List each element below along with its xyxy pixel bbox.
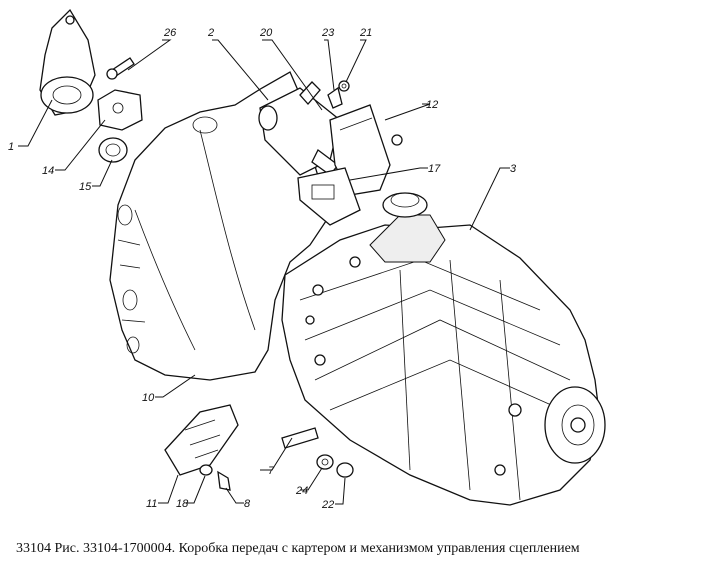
callout-12: 12 — [426, 99, 438, 111]
callout-21: 21 — [359, 27, 372, 39]
callout-26: 26 — [163, 27, 177, 39]
leader-lines — [18, 39, 510, 505]
fasteners-bottom — [199, 427, 354, 491]
callout-14: 14 — [42, 165, 54, 177]
callout-labels: 1 26 2 20 23 21 12 14 15 17 3 10 7 24 22… — [8, 27, 517, 511]
fork-bracket — [97, 89, 143, 131]
callout-1: 1 — [8, 141, 14, 153]
callout-24: 24 — [295, 485, 308, 497]
callout-15: 15 — [79, 181, 92, 193]
callout-7: 7 — [268, 465, 275, 477]
callout-2: 2 — [207, 27, 214, 39]
callout-18: 18 — [176, 498, 189, 510]
callout-23: 23 — [321, 27, 335, 39]
gearbox-case — [281, 192, 606, 506]
bolt — [106, 57, 135, 80]
small-hardware — [327, 80, 403, 146]
inspection-cover — [164, 404, 239, 476]
callout-3: 3 — [510, 163, 517, 175]
callout-10: 10 — [142, 392, 155, 404]
bracket-plate — [297, 167, 361, 226]
release-fork — [39, 8, 96, 116]
callout-17: 17 — [428, 163, 441, 175]
callout-11: 11 — [146, 498, 157, 510]
oil-seal — [98, 137, 128, 163]
figure-caption: 33104 Рис. 33104-1700004. Коробка переда… — [16, 541, 580, 556]
callout-8: 8 — [244, 498, 251, 510]
callout-20: 20 — [259, 27, 273, 39]
callout-22: 22 — [321, 499, 334, 511]
